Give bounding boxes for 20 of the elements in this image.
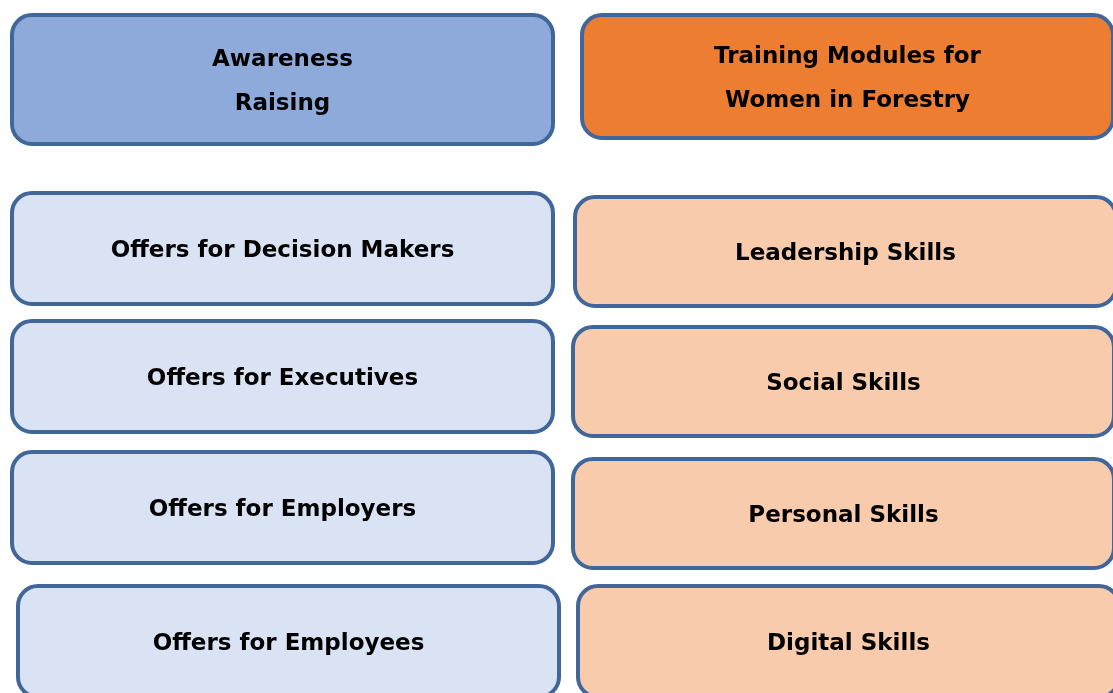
box-label: Leadership Skills [735, 237, 956, 267]
rounded-box [571, 325, 1113, 438]
box-label: Offers for Employees [152, 627, 425, 657]
box-label: Awareness Raising [211, 43, 354, 117]
rounded-box [576, 584, 1113, 693]
rounded-box [10, 13, 555, 146]
box-label: Offers for Employers [148, 493, 417, 523]
rounded-box [10, 319, 555, 434]
box-label: Personal Skills [748, 499, 939, 529]
box-label: Training Modules for Women in Forestry [713, 40, 982, 114]
rounded-box [16, 584, 561, 693]
box-label: Digital Skills [767, 627, 930, 657]
rounded-box [580, 13, 1113, 140]
rounded-box [571, 457, 1113, 570]
box-label: Offers for Executives [146, 362, 419, 392]
rounded-box [10, 450, 555, 565]
rounded-box [573, 195, 1113, 308]
rounded-box [10, 191, 555, 306]
box-label: Offers for Decision Makers [110, 234, 455, 264]
box-label: Social Skills [766, 367, 921, 397]
